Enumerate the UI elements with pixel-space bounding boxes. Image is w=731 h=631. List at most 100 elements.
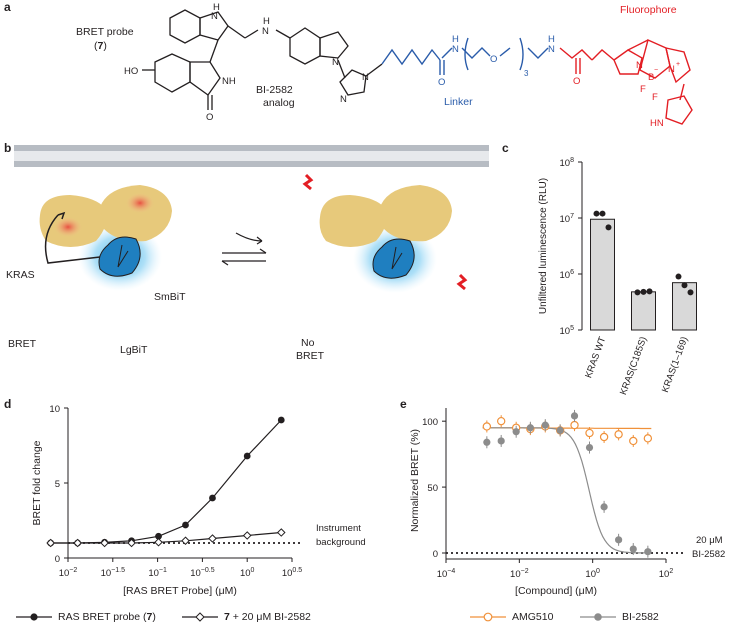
indole-2-benzene-ring xyxy=(289,27,321,65)
x-tick-label-e: 102 xyxy=(659,568,674,580)
linker-label: Linker xyxy=(444,96,473,108)
x-tick-label-c: KRAS WT xyxy=(583,335,608,380)
point-d-open xyxy=(46,538,55,548)
pyrrole-substituent xyxy=(665,95,693,125)
lgbit-label: LgBiT xyxy=(120,344,148,356)
atom-hn: HN xyxy=(650,118,664,129)
point-e-bi2582 xyxy=(541,421,549,429)
bodipy-pyrrole-right xyxy=(665,47,691,84)
atom-b: B xyxy=(648,72,654,83)
no-bret-label-line2: BRET xyxy=(296,350,325,362)
legend-d-series-1: RAS BRET probe (7) xyxy=(58,611,156,623)
point-e-bi2582 xyxy=(570,412,579,420)
atom-h-amine: H xyxy=(263,16,270,27)
x-tick-label-e: 10−2 xyxy=(510,568,529,580)
legend-e-series-2: BI-2582 xyxy=(622,611,659,623)
peg-repeat-count: 3 xyxy=(524,69,529,78)
x-tick-label-d: 100.5 xyxy=(282,567,302,579)
atom-n-amide-2: N xyxy=(548,44,555,55)
fit-curve-bi2582 xyxy=(482,427,652,554)
fluorophore-label: Fluorophore xyxy=(620,4,677,16)
atom-n-imidazole-2: N xyxy=(340,94,347,105)
x-tick-label-d: 10−2 xyxy=(59,567,78,579)
point-e-amg510 xyxy=(599,432,609,442)
indole-pyrrole-ring xyxy=(199,11,229,41)
y-axis-label-c: Unfiltered luminescence (RLU) xyxy=(538,178,549,314)
legend-d-series-2: 7 + 20 μM BI-2582 xyxy=(224,611,311,623)
legend-e-series-1: AMG510 xyxy=(512,611,554,623)
point-e-amg510 xyxy=(585,428,594,438)
panel-c-label: c xyxy=(502,141,509,155)
atom-n-amine: N xyxy=(262,26,269,37)
point-e-bi2582 xyxy=(512,428,520,436)
point-d-filled xyxy=(243,452,251,460)
isoindolinone-benzene-ring xyxy=(154,53,191,93)
legend-markers xyxy=(16,612,616,622)
annotation-d-line2: background xyxy=(316,537,366,548)
y-tick-label-e: 0 xyxy=(433,549,438,560)
y-tick-label-d: 5 xyxy=(55,479,60,490)
point-d-open xyxy=(181,536,190,546)
y-tick-label-c: 107 xyxy=(560,213,575,225)
point-e-bi2582 xyxy=(497,437,505,445)
legend-e-bi2582-marker xyxy=(594,613,602,621)
x-tick-label-c: KRAS(1–169) xyxy=(660,335,690,394)
kras-complex-left xyxy=(39,185,172,291)
x-tick-label-d: 10−1 xyxy=(148,567,167,579)
probe-label-line2: (7) xyxy=(94,40,107,52)
atom-nh-lactam: NH xyxy=(222,76,236,87)
bret-schematic xyxy=(14,145,489,293)
smbit-label: SmBiT xyxy=(154,291,186,303)
point-e-bi2582 xyxy=(644,548,652,556)
point-e-amg510 xyxy=(629,436,638,446)
fluorophore-core xyxy=(559,39,693,125)
point-c xyxy=(634,289,641,296)
point-e-bi2582 xyxy=(585,443,594,452)
point-d-open xyxy=(100,538,109,548)
annotation-e-line1: 20 μM xyxy=(696,535,723,546)
y-axis-label-e: Normalized BRET (%) xyxy=(409,429,421,532)
point-c xyxy=(687,289,694,296)
y-tick-label-c: 105 xyxy=(560,325,575,337)
panel-d-label: d xyxy=(4,397,12,411)
point-e-amg510 xyxy=(614,430,623,439)
point-d-open xyxy=(242,531,252,540)
atom-n-bodipy-2: N xyxy=(668,64,675,75)
atom-o-amide-1: O xyxy=(438,77,445,88)
analog-label-line2: analog xyxy=(263,97,295,109)
bret-label: BRET xyxy=(8,338,37,350)
atom-ho: HO xyxy=(124,66,138,77)
point-d-open xyxy=(127,538,136,548)
atom-n-indole: N xyxy=(211,11,218,22)
point-d-filled xyxy=(155,532,162,540)
equilibrium-arrows xyxy=(221,232,267,266)
atom-h-indole: H xyxy=(213,2,220,13)
point-d-filled xyxy=(209,494,216,502)
kras-label: KRAS xyxy=(6,269,35,281)
point-e-amg510 xyxy=(570,420,579,430)
indole-benzene-ring xyxy=(169,9,201,44)
panel-a-label: a xyxy=(4,0,11,14)
x-tick-label-d: 10−0.5 xyxy=(190,567,215,579)
panel-b-label: b xyxy=(4,141,12,155)
point-e-bi2582 xyxy=(629,545,637,553)
probe-label-line1: BRET probe xyxy=(76,26,134,38)
y-tick-label-e: 50 xyxy=(427,483,438,494)
y-tick-label-c: 108 xyxy=(560,157,575,169)
atom-f-2: F xyxy=(652,92,658,103)
point-c xyxy=(599,210,606,217)
atom-h-amide-2: H xyxy=(548,34,555,45)
point-e-amg510 xyxy=(482,422,492,431)
legend-d-filled-marker xyxy=(30,613,38,621)
point-d-filled xyxy=(182,521,189,529)
point-c xyxy=(675,273,682,280)
bar-c xyxy=(631,291,656,331)
point-e-bi2582 xyxy=(615,536,623,544)
panel-e-label: e xyxy=(400,397,407,411)
x-tick-label-c: KRAS(C185S) xyxy=(618,335,649,395)
analog-label-line1: BI-2582 xyxy=(256,84,293,96)
point-d-open xyxy=(208,534,217,543)
bar-c xyxy=(672,282,697,331)
